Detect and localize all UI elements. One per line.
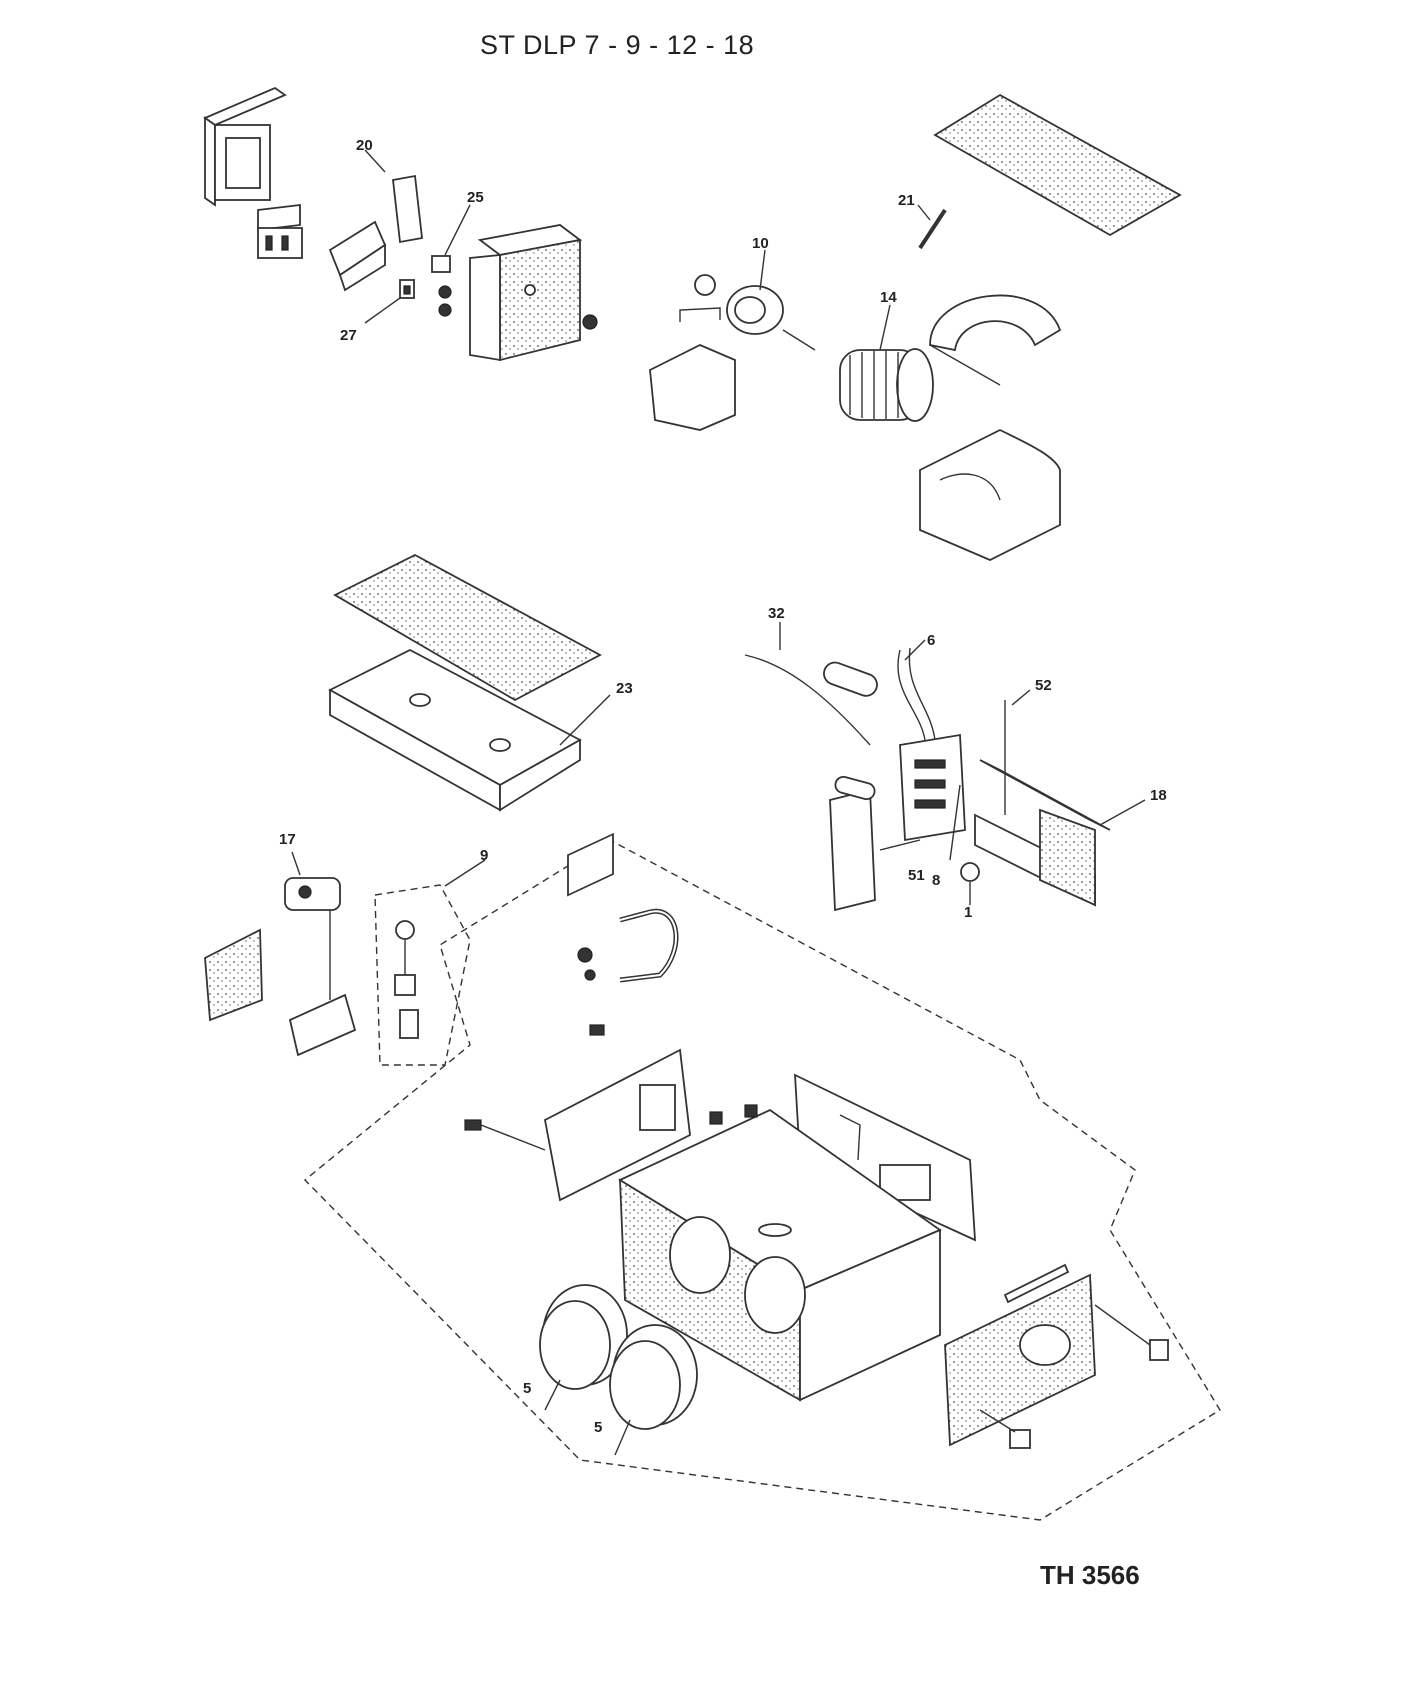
mounting-bracket-part (328, 220, 387, 292)
front-panel-part (464, 832, 691, 1202)
callout-5b: 5 (594, 1419, 602, 1436)
sensor-8 (949, 784, 961, 861)
front-frame-part (203, 86, 287, 207)
heater-element-18 (974, 759, 1146, 907)
motor-mount-part (649, 274, 736, 431)
fuse-27 (364, 279, 415, 324)
screw-21 (917, 204, 947, 250)
callout-1: 1 (964, 904, 972, 921)
side-bracket-part (204, 910, 357, 1057)
callout-18: 18 (1150, 787, 1167, 804)
control-box-part (438, 224, 598, 362)
chassis-base (618, 1104, 942, 1402)
probe-52 (1004, 689, 1031, 815)
wiring-harness-32 (744, 622, 871, 746)
drawing-reference: TH 3566 (1040, 1560, 1140, 1590)
switch-25 (431, 204, 471, 273)
blower-housing-lower (919, 428, 1061, 561)
capacitor-part (823, 661, 878, 697)
duct-collar-5a (539, 1284, 628, 1411)
filter-panel-middle (333, 553, 602, 702)
hose-part (577, 908, 679, 1036)
fan-motor-10 (726, 249, 816, 351)
callout-10: 10 (752, 235, 769, 252)
side-cover-part (944, 1263, 1169, 1449)
float-switch-kit-9 (374, 859, 486, 1066)
callout-20: 20 (356, 137, 373, 154)
pressure-switch-17 (284, 851, 341, 911)
thermostat-1 (960, 862, 980, 905)
callout-25: 25 (467, 189, 484, 206)
drain-pan-23 (328, 648, 611, 812)
cover-plate-20 (364, 149, 423, 244)
callout-52: 52 (1035, 677, 1052, 694)
blower-housing-upper (929, 294, 1062, 386)
callout-51: 51 (908, 867, 925, 884)
callout-6: 6 (927, 632, 935, 649)
relay-board-51 (829, 733, 966, 912)
callout-27: 27 (340, 327, 357, 344)
callout-8: 8 (932, 872, 940, 889)
diagram-title: ST DLP 7 - 9 - 12 - 18 (480, 30, 755, 60)
assembly-boundary (303, 839, 1221, 1521)
callout-17: 17 (279, 831, 296, 848)
duct-collar-5b (609, 1324, 698, 1456)
callout-23: 23 (616, 680, 633, 697)
callout-9: 9 (480, 847, 488, 864)
blower-wheel-14 (839, 304, 934, 422)
wire-6 (897, 639, 936, 741)
callout-14: 14 (880, 289, 897, 306)
resistor-part (834, 775, 876, 801)
filter-panel-top (933, 93, 1182, 237)
callout-32: 32 (768, 605, 785, 622)
callout-labels: 20 25 27 10 14 21 23 32 6 52 18 51 8 1 1… (279, 137, 1167, 1436)
callout-21: 21 (898, 192, 915, 209)
terminal-block-part (257, 203, 303, 259)
callout-5a: 5 (523, 1380, 531, 1397)
